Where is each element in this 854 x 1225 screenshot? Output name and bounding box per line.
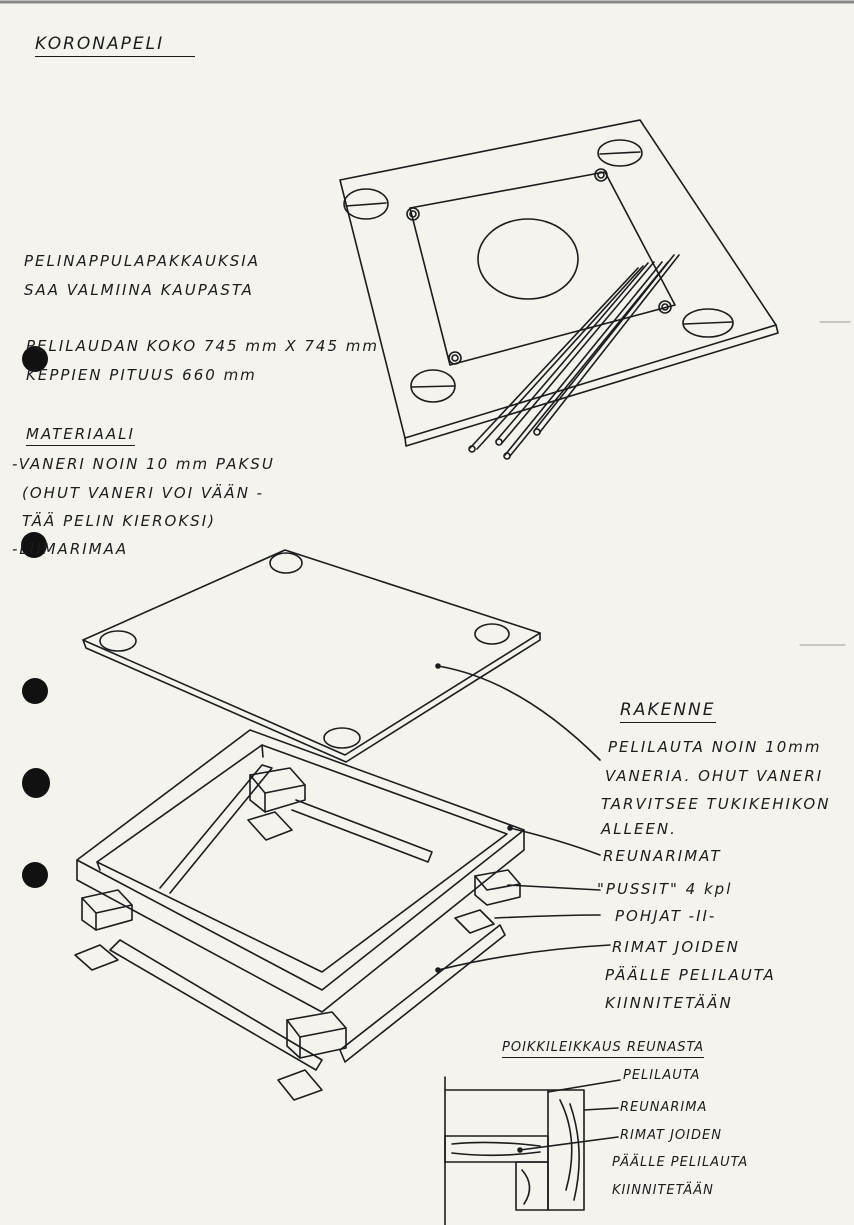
cross-section-strips-line: PÄÄLLE PELILAUTA <box>612 1155 749 1170</box>
cue-length: KEPPIEN PITUUS 660 mm <box>26 366 257 384</box>
materials-item: TÄÄ PELIN KIEROKSI) <box>22 512 216 530</box>
cross-section-heading: POIKKILEIKKAUS REUNASTA <box>502 1040 705 1058</box>
bottoms-label: POHJAT -II- <box>615 907 717 925</box>
exploded-view <box>75 550 610 1100</box>
materials-item: -LIIMARIMAA <box>12 540 129 558</box>
page-title: KORONAPELI <box>35 34 195 57</box>
binder-hole <box>22 346 48 372</box>
edge-strips-label: REUNARIMAT <box>603 847 722 865</box>
strips-note-line: PÄÄLLE PELILAUTA <box>605 966 776 984</box>
binder-hole <box>22 862 48 888</box>
board-note-line: TARVITSEE TUKIKEHIKON <box>601 795 831 813</box>
binder-hole <box>21 532 47 558</box>
structure-heading: RAKENNE <box>620 700 716 723</box>
materials-item: (OHUT VANERI VOI VÄÄN - <box>22 484 265 502</box>
materials-heading: MATERIAALI <box>26 425 135 446</box>
cross-section-strips-line: KIINNITETÄÄN <box>612 1183 714 1198</box>
cross-section-board-label: PELILAUTA <box>623 1068 701 1083</box>
binder-hole <box>22 678 48 704</box>
intro-line: PELINAPPULAPAKKAUKSIA <box>24 252 260 270</box>
intro-line: SAA VALMIINA KAUPASTA <box>24 281 254 299</box>
board-size: PELILAUDAN KOKO 745 mm X 745 mm <box>26 337 380 355</box>
binder-hole <box>22 768 50 798</box>
materials-item: -VANERI NOIN 10 mm PAKSU <box>12 455 275 473</box>
pockets-label: "PUSSIT" 4 kpl <box>597 880 733 898</box>
strips-note-line: KIINNITETÄÄN <box>605 994 733 1012</box>
cross-section-edge-label: REUNARIMA <box>620 1100 708 1115</box>
board-note-line: ALLEEN. <box>601 820 677 838</box>
board-note-line: VANERIA. OHUT VANERI <box>605 767 824 785</box>
board-illustration <box>340 120 778 459</box>
strips-note-line: RIMAT JOIDEN <box>612 938 740 956</box>
board-note-line: PELILAUTA NOIN 10mm <box>608 738 822 756</box>
cross-section-strips-line: RIMAT JOIDEN <box>620 1128 722 1143</box>
cross-section-drawing <box>445 1077 620 1225</box>
